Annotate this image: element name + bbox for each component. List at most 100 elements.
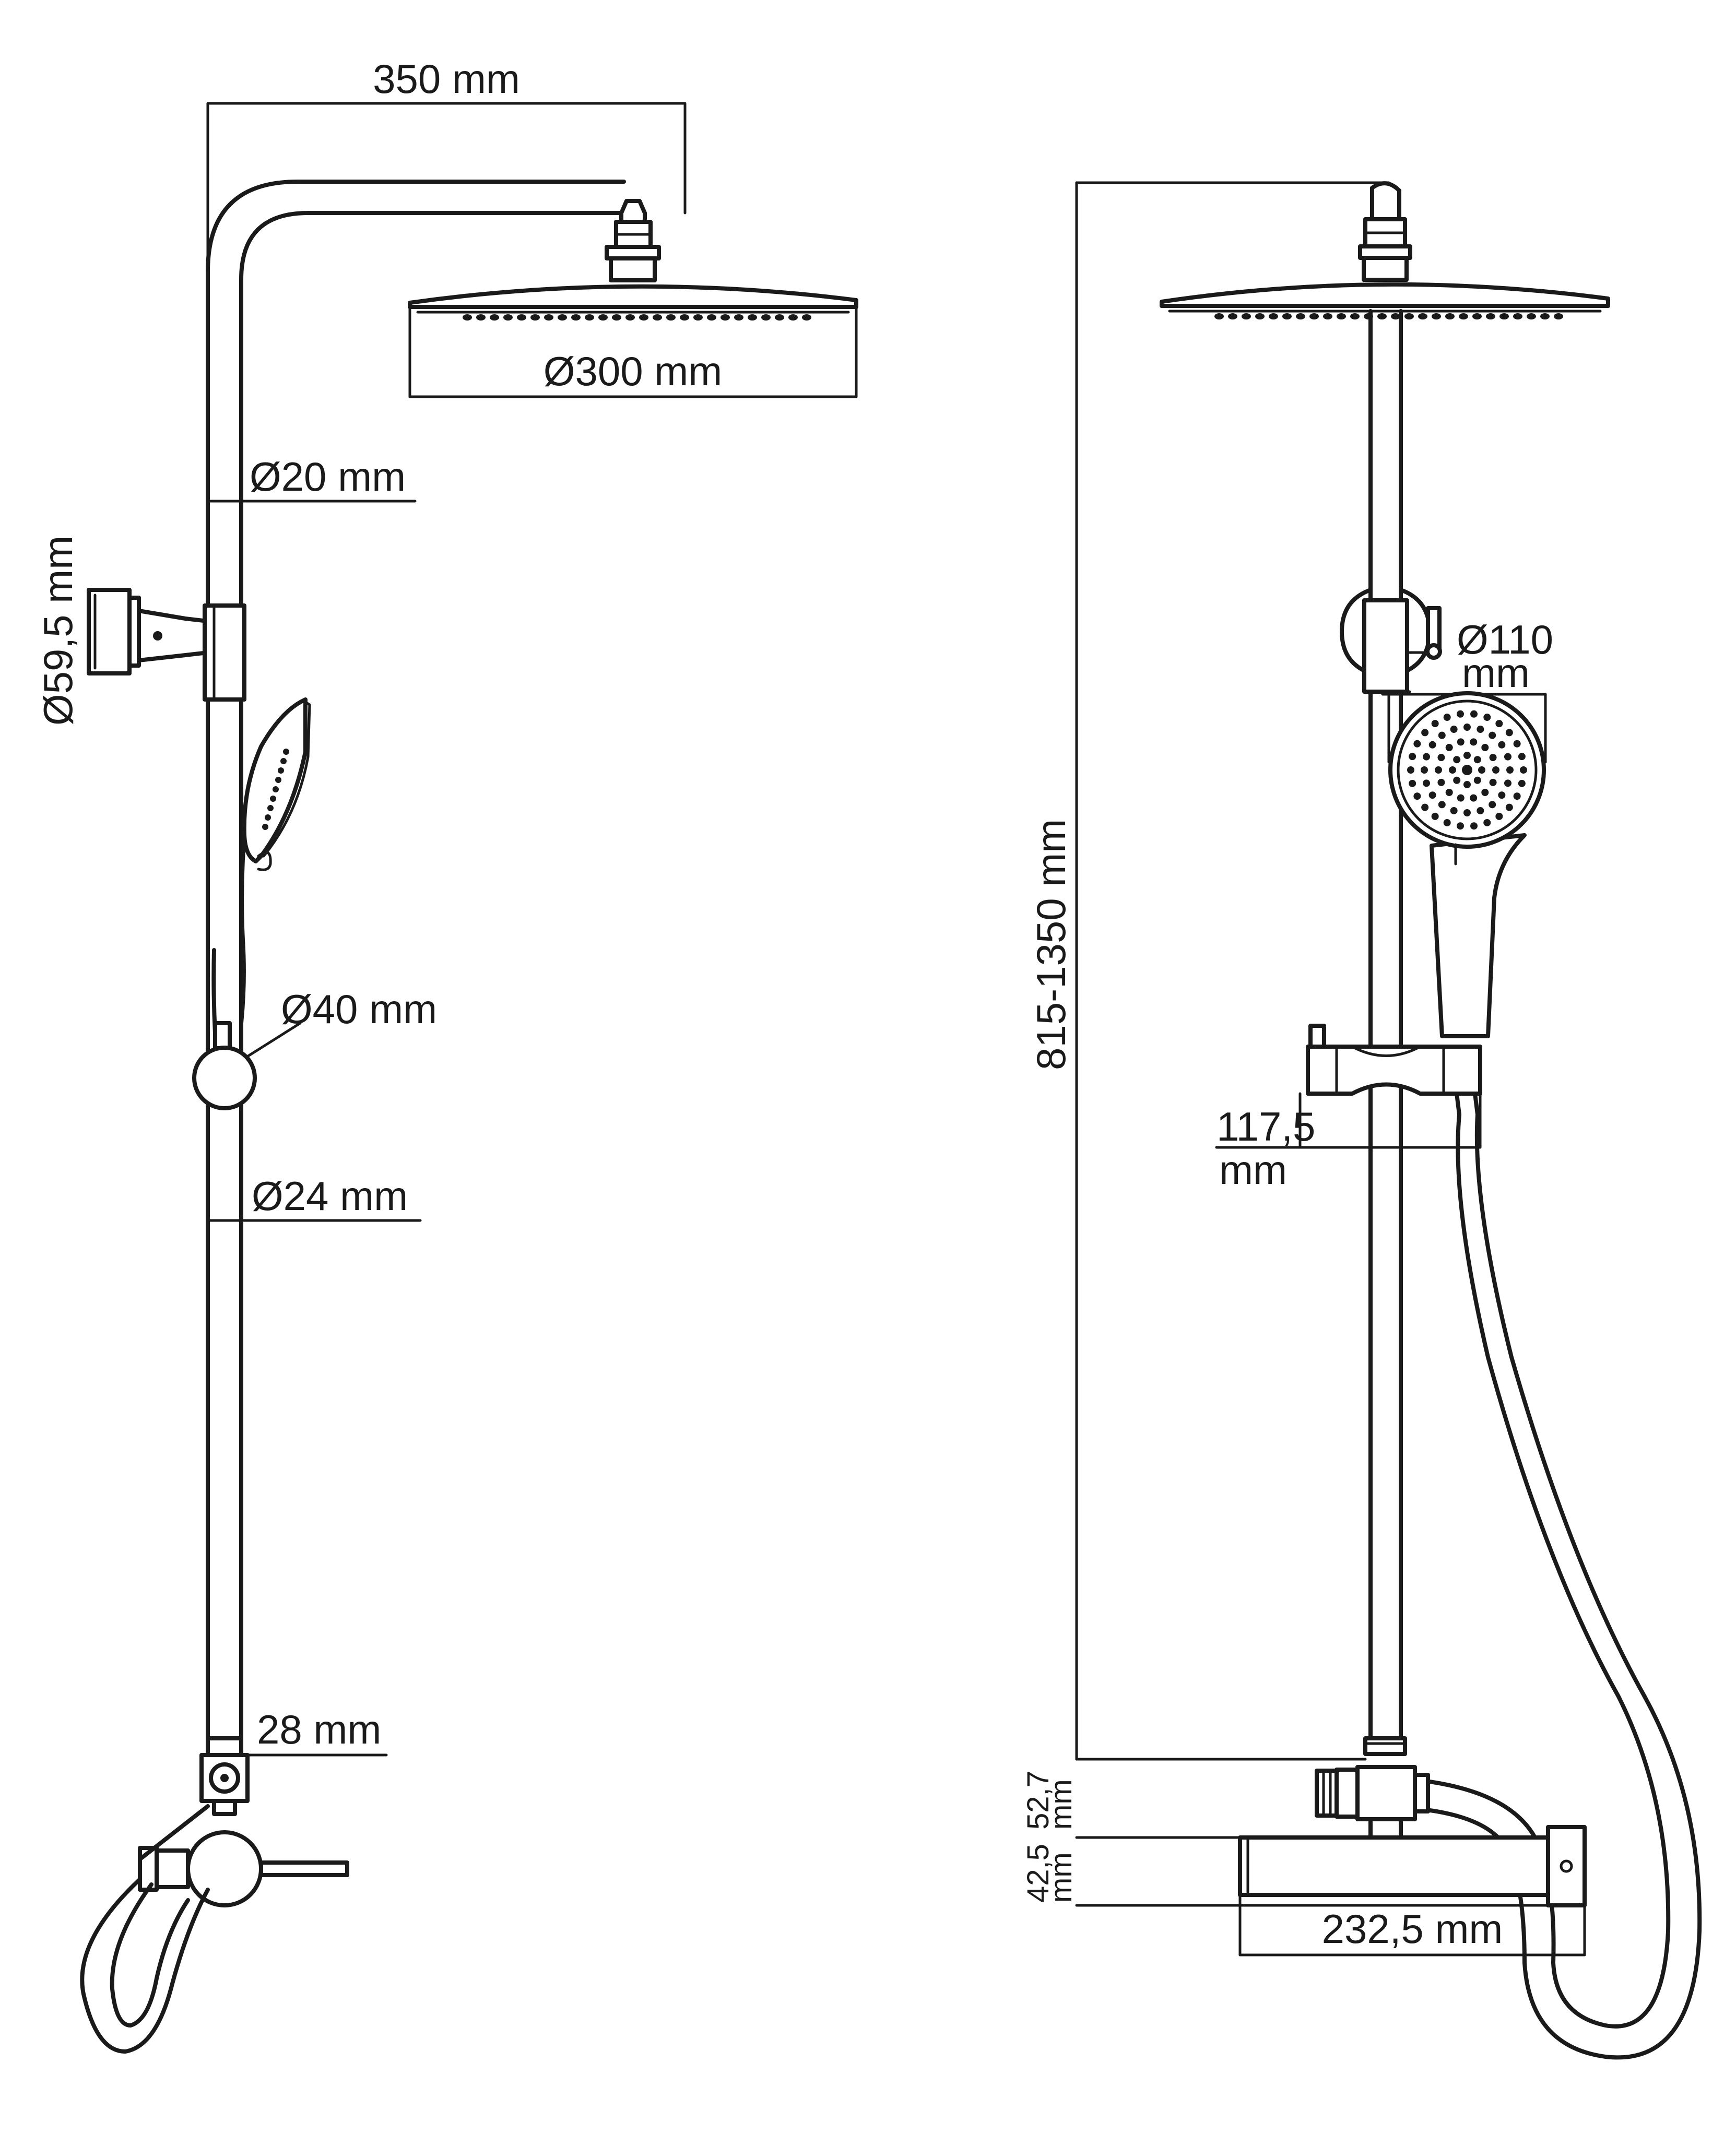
nozzle-dot [1421, 766, 1428, 774]
nozzle-dot [1495, 720, 1503, 728]
hand-shower-diameter-label: Ø110 [1457, 617, 1553, 662]
nozzle-dot [517, 314, 526, 321]
nozzle-dot [1477, 726, 1484, 733]
nozzle-dot [530, 314, 540, 321]
nozzle-dot [639, 314, 648, 321]
nozzle-dot [1437, 778, 1445, 786]
head-connector-front [1358, 217, 1412, 282]
nozzle-dot [1457, 738, 1465, 746]
riser-pipe-front [1368, 309, 1403, 1753]
head-diameter-label: Ø300 mm [544, 348, 722, 394]
nozzle-dot [1350, 313, 1360, 319]
nozzle-dot [625, 314, 635, 321]
nozzle-dot [1513, 740, 1521, 748]
nozzle-dot [775, 314, 784, 321]
nozzle-dot [1337, 313, 1346, 319]
nozzle-dot [1504, 753, 1511, 761]
nozzle-dot [1518, 753, 1526, 761]
nozzle-dot [1437, 754, 1445, 762]
nozzle-dot [1435, 766, 1442, 774]
nozzle-dot [1477, 807, 1484, 814]
nozzle-dot [1527, 313, 1536, 319]
nozzle-dot [1453, 756, 1461, 764]
nozzle-dot [598, 314, 608, 321]
nozzle-dot [1457, 794, 1465, 802]
riser-pipe [206, 180, 626, 1740]
nozzle-dot [1540, 313, 1550, 319]
nozzle-dot [788, 314, 798, 321]
nozzle-dot [1463, 781, 1471, 788]
connector-height-label: 28 mm [257, 1706, 381, 1752]
nozzle-dot [1481, 789, 1489, 797]
upper-pipe-diameter-dimension: Ø20 mm [206, 454, 417, 503]
nozzle-dot [267, 805, 274, 811]
nozzle-dot [680, 314, 689, 321]
arm-length-label: 350 mm [373, 56, 520, 102]
nozzle-dot [1391, 313, 1400, 319]
head-diameter-dimension: Ø300 mm [408, 305, 858, 398]
nozzle-dot [1486, 313, 1495, 319]
nozzle-dot [1269, 313, 1278, 319]
hand-shower-holder [1306, 1024, 1482, 1096]
rain-shower-head-front [1160, 282, 1610, 319]
nozzle-dot [1492, 766, 1499, 774]
nozzle-dot [476, 314, 486, 321]
nozzle-dot [1438, 731, 1446, 739]
nozzle-dot [1438, 801, 1446, 809]
nozzle-dot [544, 314, 553, 321]
nozzle-dot [1296, 313, 1305, 319]
nozzle-dot [1309, 313, 1319, 319]
nozzle-dot [503, 314, 513, 321]
nozzle-dot [1413, 792, 1421, 800]
nozzle-dot [1421, 803, 1429, 811]
slider-knob-diameter-label: Ø40 mm [281, 986, 437, 1032]
nozzle-dot [1504, 779, 1511, 787]
nozzle-dot [1450, 726, 1458, 733]
nozzle-dot [571, 314, 581, 321]
nozzle-dot [1489, 754, 1497, 762]
nozzle-dot [1428, 741, 1436, 749]
nozzle-dot [707, 314, 716, 321]
nozzle-dot [1473, 776, 1481, 784]
arm-length-dimension: 350 mm [206, 56, 687, 503]
nozzle-dot [1495, 812, 1503, 820]
top-elbow [1370, 181, 1401, 221]
nozzle-dot [1505, 803, 1513, 811]
nozzle-dot [1421, 729, 1429, 737]
mixer-side [80, 1804, 349, 2054]
nozzle-dot [1409, 779, 1416, 787]
nozzle-dot [761, 314, 771, 321]
nozzle-dot [1520, 766, 1527, 774]
holder-width-dimension: 117,5 mm [1215, 1092, 1482, 1193]
nozzle-dot [490, 314, 499, 321]
holder-width-unit: mm [1219, 1147, 1287, 1193]
nozzle-dot [1498, 741, 1506, 749]
block-height-dimensions: 52,7 mm 42,5 mm [1021, 1758, 1550, 1907]
nozzle-dot [1453, 776, 1461, 784]
front-view: 815-1350 mm [1021, 181, 1702, 2060]
nozzle-dot [1431, 812, 1439, 820]
hand-shower-diameter-dimension: Ø110 mm [1381, 617, 1553, 764]
nozzle-dot [278, 767, 284, 774]
head-connector [605, 199, 661, 282]
hand-shower-diameter-unit: mm [1462, 650, 1530, 696]
nozzle-dot [283, 749, 289, 755]
nozzle-dot [1498, 791, 1506, 799]
nozzle-dot [1470, 710, 1478, 718]
wall-bracket-front [1340, 588, 1442, 694]
nozzle-dot [1377, 313, 1387, 319]
nozzle-dot [1323, 313, 1332, 319]
nozzle-dot [1483, 819, 1491, 826]
nozzle-dot [734, 314, 743, 321]
nozzle-dot [1470, 822, 1478, 830]
nozzle-dot [1463, 724, 1471, 731]
slider-knob: Ø40 mm [192, 986, 437, 1110]
nozzle-dot [1450, 807, 1458, 814]
mixer-fitting-front [1315, 1736, 1430, 1842]
mixer-width-dimension: 232,5 mm [1238, 1893, 1586, 1957]
nozzle-dot [280, 758, 287, 764]
lower-block-height-label: 42,5 [1021, 1844, 1055, 1903]
nozzle-dot [1456, 710, 1464, 718]
nozzle-dot [748, 314, 757, 321]
nozzle-dot [1404, 313, 1414, 319]
